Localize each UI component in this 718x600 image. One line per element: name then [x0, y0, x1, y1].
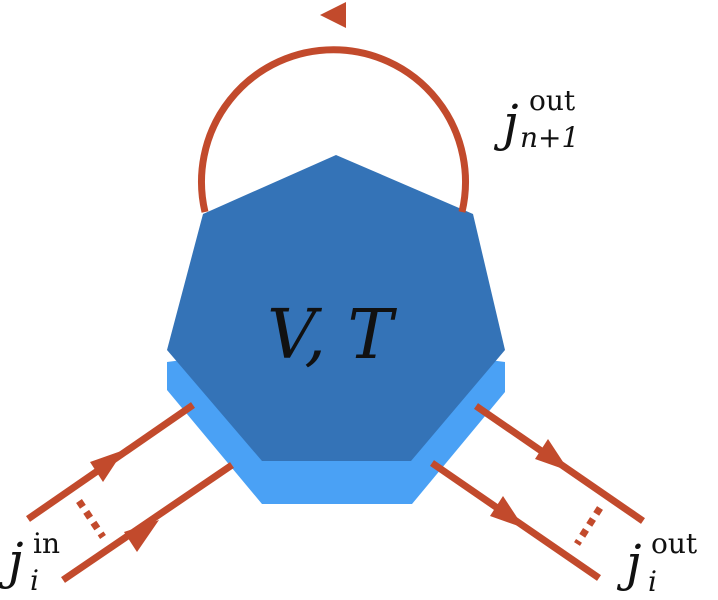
outgoing-arrow-lower — [490, 496, 524, 528]
vertex-top-face — [167, 155, 505, 461]
incoming-label: j in i — [0, 527, 60, 597]
loop-label-sup: out — [529, 84, 576, 117]
outgoing-arrow-upper — [535, 439, 569, 471]
loop-label-sub: n+1 — [520, 121, 579, 154]
outgoing-ellipsis-dots — [574, 506, 603, 546]
loop-label-base: j — [493, 94, 519, 152]
incoming-ellipsis-dots — [76, 499, 106, 539]
incoming-label-base: j — [0, 532, 24, 590]
self-loop-arrow — [320, 2, 346, 28]
outgoing-label-sup: out — [651, 527, 698, 560]
outgoing-label: j out i — [616, 527, 698, 598]
incoming-line-lower — [61, 462, 234, 583]
incoming-arrow-upper — [90, 450, 124, 482]
incoming-label-sub: i — [30, 564, 39, 597]
incoming-arrow-lower — [124, 520, 159, 552]
loop-label: j out n+1 — [493, 84, 579, 154]
outgoing-label-base: j — [616, 534, 642, 592]
vertex-label: V, T — [267, 296, 397, 375]
outgoing-label-sub: i — [648, 565, 657, 598]
self-loop-line — [198, 46, 469, 213]
incoming-label-sup: in — [33, 527, 60, 560]
